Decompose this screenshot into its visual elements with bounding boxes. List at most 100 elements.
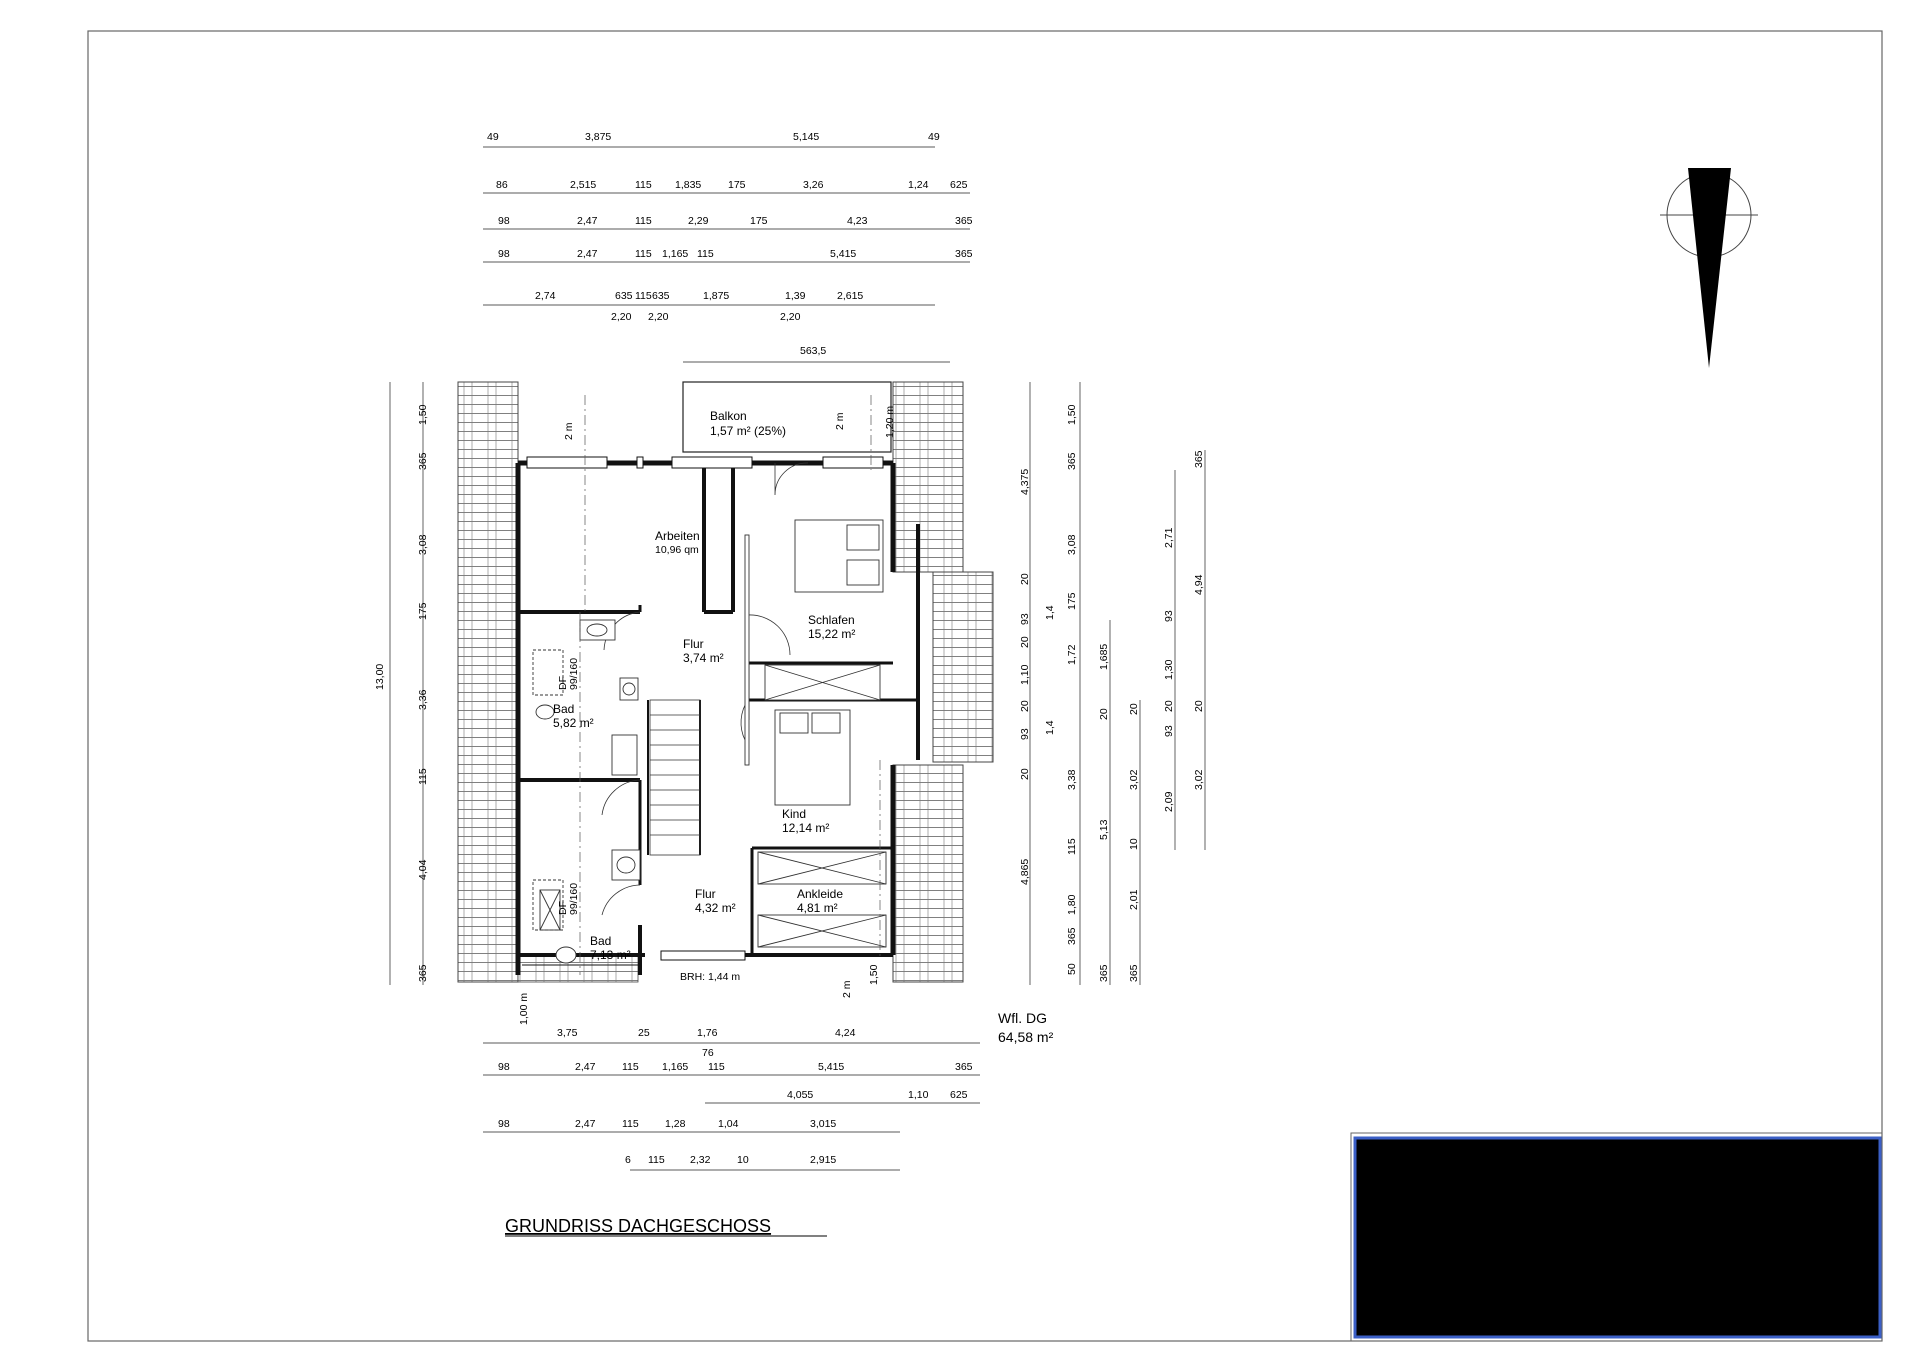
dim-text: 365 xyxy=(417,964,429,982)
note-df-size-1: 99/160 xyxy=(568,658,580,690)
dim-text: 20 xyxy=(1019,636,1031,648)
dim-text: 20 xyxy=(1163,700,1175,712)
dim-text: 1,50 xyxy=(417,404,429,425)
room-name-flur2: Flur xyxy=(695,887,716,901)
room-area-balkon: 1,57 m² (25%) xyxy=(710,424,786,438)
dim-text: 4,055 xyxy=(787,1089,813,1101)
dim-text: 365 xyxy=(1128,964,1140,982)
drawing-title: GRUNDRISS DACHGESCHOSS xyxy=(505,1216,771,1236)
dim-text: 3,02 xyxy=(1193,769,1205,790)
dim-text: 635 xyxy=(652,290,670,302)
dim-text: 175 xyxy=(728,179,746,191)
roof-right-bottom xyxy=(892,764,964,983)
dim-text: 1,4 xyxy=(1044,605,1056,620)
north-arrow-icon xyxy=(1660,168,1758,368)
dim-text: 2,615 xyxy=(837,290,863,302)
dim-text: 20 xyxy=(1098,708,1110,720)
dim-text: 2,74 xyxy=(535,290,556,302)
dimension-column-right4: 20 3,02 10 2,01 365 xyxy=(1128,703,1140,982)
dim-text: 3,875 xyxy=(585,131,611,143)
dim-text: 625 xyxy=(950,1089,968,1101)
dim-text: 115 xyxy=(697,248,714,260)
note-df-size-2: 99/160 xyxy=(568,883,580,915)
dim-text: 3,36 xyxy=(417,689,429,710)
dimension-row-bottom3: 4,055 1,10 625 xyxy=(787,1089,968,1101)
dim-text: 2,47 xyxy=(577,215,598,227)
dim-text: 98 xyxy=(498,1061,510,1073)
room-area-bad2: 7,13 m² xyxy=(590,948,631,962)
dim-text: 3,75 xyxy=(557,1027,578,1039)
dim-text: 635 xyxy=(615,290,633,302)
dim-text: 365 xyxy=(955,1061,973,1073)
dim-text: 365 xyxy=(1066,452,1078,470)
dim-text: 93 xyxy=(1019,613,1031,625)
dim-text: 115 xyxy=(708,1061,725,1073)
area-value: 64,58 m² xyxy=(998,1029,1054,1045)
room-area-arbeiten: 10,96 qm xyxy=(655,544,699,556)
dimension-row-bottom1: 3,75 25 1,76 4,24 76 xyxy=(557,1027,856,1059)
room-name-flur1: Flur xyxy=(683,637,704,651)
dim-text: 365 xyxy=(955,215,973,227)
dim-text: 2,20 xyxy=(780,311,801,323)
dim-text: 86 xyxy=(496,179,508,191)
dim-text: 115 xyxy=(635,215,652,227)
dim-text: 4,24 xyxy=(835,1027,856,1039)
dim-text: 625 xyxy=(950,179,968,191)
room-labels: Balkon 1,57 m² (25%) Arbeiten 10,96 qm S… xyxy=(553,409,855,962)
dim-text: 50 xyxy=(1066,963,1078,975)
dim-text: 175 xyxy=(417,602,429,620)
roof-right-dormer xyxy=(932,571,994,763)
furniture xyxy=(532,519,887,964)
toilet-2 xyxy=(555,946,577,964)
dim-text: 1,39 xyxy=(785,290,806,302)
dim-text: 98 xyxy=(498,1118,510,1130)
dimension-row-bottom5: 6 115 2,32 10 2,915 xyxy=(625,1154,836,1166)
dim-text: 93 xyxy=(1019,728,1031,740)
dim-text: 3,08 xyxy=(1066,534,1078,555)
title-block-frame xyxy=(1350,1132,1883,1342)
dim-text: 76 xyxy=(702,1047,714,1059)
dim-text: 6 xyxy=(625,1154,631,1166)
dim-text: 2,915 xyxy=(810,1154,836,1166)
dim-text: 1,165 xyxy=(662,1061,688,1073)
room-name-kind: Kind xyxy=(782,807,806,821)
toilet-1 xyxy=(535,704,555,720)
dimension-row-top5: 2,74 635 115 635 1,875 1,39 2,615 2,20 2… xyxy=(535,290,863,323)
dim-text: 115 xyxy=(635,248,652,260)
dim-text: 115 xyxy=(622,1118,639,1130)
dim-text: 25 xyxy=(638,1027,650,1039)
roof-right-top xyxy=(892,381,964,573)
dimension-row-top2: 86 2,515 115 1,835 175 3,26 1,24 625 xyxy=(496,179,968,191)
room-area-schlafen: 15,22 m² xyxy=(808,627,855,641)
dim-text: 20 xyxy=(1193,700,1205,712)
dim-text: 365 xyxy=(1193,450,1205,468)
note-height-150: 1,50 xyxy=(868,964,880,985)
dimension-row-top4: 98 2,47 115 1,165 115 5,415 365 xyxy=(498,248,973,260)
dim-text: 2,29 xyxy=(688,215,709,227)
dim-text: 2,47 xyxy=(577,248,598,260)
room-name-schlafen: Schlafen xyxy=(808,613,855,627)
note-height-2m-1: 2 m xyxy=(563,422,575,440)
note-brh: BRH: 1,44 m xyxy=(680,971,740,983)
dim-text: 4,94 xyxy=(1193,574,1205,595)
dim-text: 5,145 xyxy=(793,131,819,143)
roof-bottom-left xyxy=(517,954,639,983)
dim-text: 1,4 xyxy=(1044,720,1056,735)
roof-slope-lines xyxy=(579,395,881,975)
dim-text: 2,01 xyxy=(1128,889,1140,910)
dim-text: 1,875 xyxy=(703,290,729,302)
dim-text: 1,28 xyxy=(665,1118,686,1130)
room-area-flur1: 3,74 m² xyxy=(683,651,724,665)
dim-text: 365 xyxy=(1066,927,1078,945)
dim-text: 1,24 xyxy=(908,179,929,191)
dim-text: 3,015 xyxy=(810,1118,836,1130)
dim-text: 1,76 xyxy=(697,1027,718,1039)
dim-text: 365 xyxy=(417,452,429,470)
dim-text: 5,415 xyxy=(830,248,856,260)
dim-text: 115 xyxy=(648,1154,665,1166)
dim-text: 20 xyxy=(1019,768,1031,780)
dim-text: 1,72 xyxy=(1066,644,1078,665)
dim-text: 20 xyxy=(1019,573,1031,585)
dim-text: 2,47 xyxy=(575,1061,596,1073)
